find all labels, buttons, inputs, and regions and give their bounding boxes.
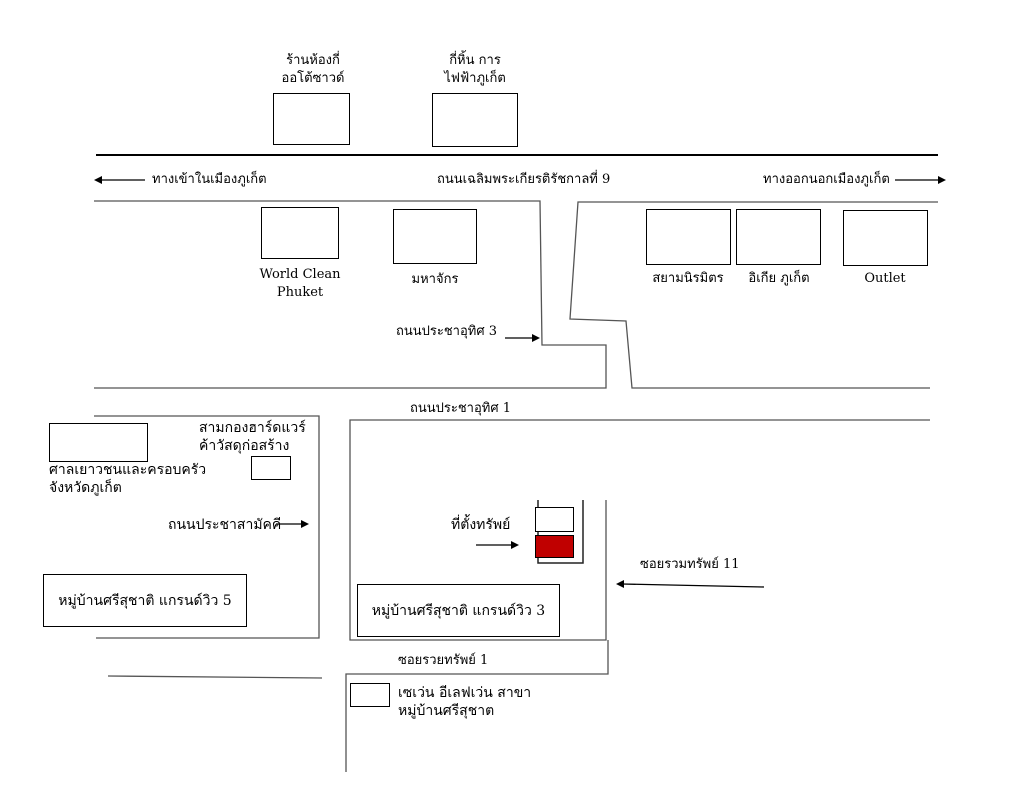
arrow-pracha-uthit-3-icon [505, 334, 540, 342]
tire-shop-label: ร้านห้องกี่ ออโต้ซาวด์ [268, 52, 358, 88]
youth-court-label-line1: ศาลเยาวชนและครอบครัว [49, 462, 207, 478]
electricity-label-line2: ไฟฟ้าภูเก็ต [444, 71, 506, 86]
ikea-label: อิเกีย ภูเก็ต [748, 271, 810, 286]
tire-shop-label-line1: ร้านห้องกี่ [286, 53, 340, 68]
seven-eleven-label-line1: เซเว่น อีเลฟเว่น สาขา [398, 685, 532, 701]
soi-ruay-sap-1-label: ซอยรวยทรัพย์ 1 [398, 653, 489, 668]
hardware-building [251, 456, 291, 480]
outlet-building [843, 210, 928, 266]
hardware-label-line1: สามกองฮาร์ดแวร์ [199, 420, 306, 436]
pracha-samakkhi-label: ถนนประชาสามัคคี [168, 517, 282, 533]
soi-ruam-sap-11-label: ซอยรวมทรัพย์ 11 [640, 557, 740, 572]
seven-eleven-label: เซเว่น อีเลฟเว่น สาขา หมู่บ้านศรีสุชาต [398, 684, 531, 720]
hardware-label-line2: ค้าวัสดุก่อสร้าง [199, 438, 290, 454]
hardware-label: สามกองฮาร์ดแวร์ ค้าวัสดุก่อสร้าง [199, 419, 306, 455]
siam-nimit-label: สยามนิรมิตร [652, 271, 724, 286]
village-5-label: หมู่บ้านศรีสุชาติ แกรนด์วิว 5 [58, 592, 232, 609]
youth-court-building [49, 423, 148, 462]
mahachak-building [393, 209, 477, 264]
village-3-label: หมู่บ้านศรีสุชาติ แกรนด์วิว 3 [371, 602, 546, 619]
village-5-building: หมู่บ้านศรีสุชาติ แกรนด์วิว 5 [43, 574, 247, 627]
block-road-right [569, 201, 938, 389]
bottom-road-left [107, 675, 323, 679]
electricity-label-line1: กี่หิ้น การ [449, 53, 501, 68]
ikea-building [736, 209, 821, 265]
outlet-label: Outlet [864, 271, 906, 286]
seven-eleven-label-line2: หมู่บ้านศรีสุชาต [398, 703, 495, 719]
siam-nimit-building [646, 209, 731, 265]
world-clean-label: World Clean Phuket [250, 266, 350, 302]
village-3-building: หมู่บ้านศรีสุชาติ แกรนด์วิว 3 [357, 584, 560, 637]
arrow-soi-ruam-sap-11-icon [616, 580, 765, 588]
arrow-to-out-icon [895, 176, 946, 184]
left-lower-block [94, 415, 320, 639]
property-label: ที่ตั้งทรัพย์ [451, 517, 511, 533]
world-clean-label-line1: World Clean [259, 267, 341, 282]
block-road-left [94, 200, 607, 389]
arrow-property-icon [476, 541, 519, 549]
arrow-pracha-samakkhi-icon [276, 520, 309, 528]
bottom-road-center [345, 640, 609, 772]
center-lower-block [349, 419, 930, 641]
main-road-label: ถนนเฉลิมพระเกียรติรัชกาลที่ 9 [437, 172, 611, 187]
electricity-building [432, 93, 518, 147]
pracha-uthit-1-label: ถนนประชาอุทิศ 1 [410, 401, 512, 416]
electricity-label: กี่หิ้น การ ไฟฟ้าภูเก็ต [425, 52, 525, 88]
mahachak-label: มหาจักร [411, 272, 459, 287]
arrow-to-city-icon [94, 176, 145, 184]
pracha-uthit-3-label: ถนนประชาอุทิศ 3 [396, 324, 498, 339]
property-neighbor-building [535, 507, 574, 532]
seven-eleven-building [350, 683, 390, 707]
to-city-label: ทางเข้าในเมืองภูเก็ต [152, 172, 267, 187]
tire-shop-label-line2: ออโต้ซาวด์ [281, 71, 345, 86]
to-out-label: ทางออกนอกเมืองภูเก็ต [763, 172, 890, 187]
property-building [535, 535, 574, 558]
youth-court-label-line2: จังหวัดภูเก็ต [49, 480, 122, 496]
world-clean-building [261, 207, 339, 259]
world-clean-label-line2: Phuket [276, 285, 324, 300]
tire-shop-building [273, 93, 350, 145]
youth-court-label: ศาลเยาวชนและครอบครัว จังหวัดภูเก็ต [49, 461, 206, 497]
